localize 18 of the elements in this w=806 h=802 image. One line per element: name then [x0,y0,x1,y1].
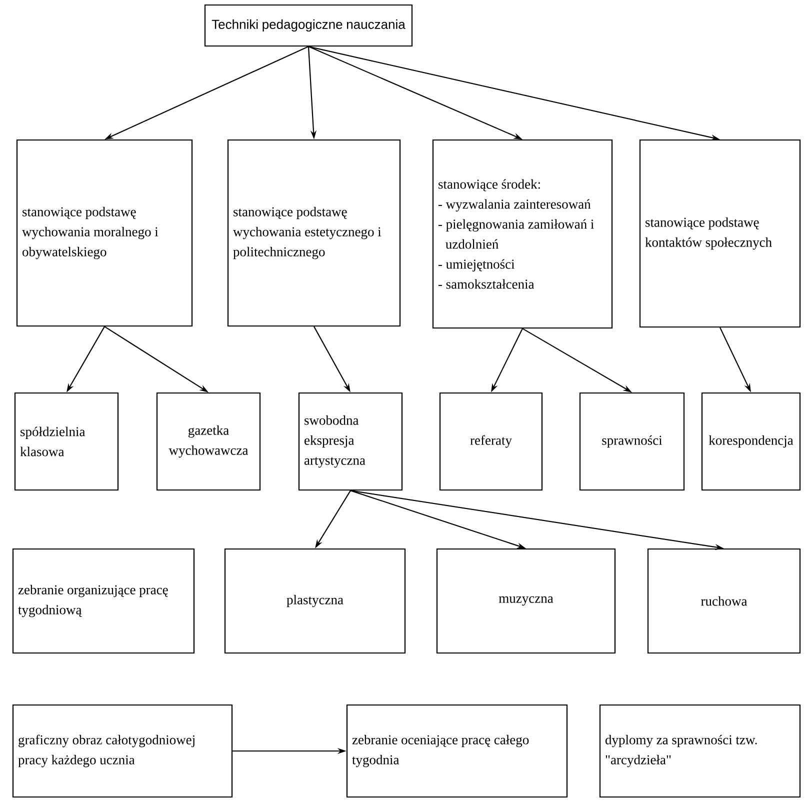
concept-box: sprawności [579,392,685,491]
concept-box: stanowiące podstawę wychowania moralnego i obywatelskiego [16,139,193,327]
title-box: Techniki pedagogiczne nauczania [204,4,413,47]
concept-box: ruchowa [647,548,801,654]
concept-box: muzyczna [436,548,616,654]
concept-box: spółdzielnia klasowa [14,392,119,491]
concept-box: stanowiące środek: - wyzwalania zainteresowań - pielęgnowania zamiłowań i uzdolnień - umiejętności - samokształcenia [432,139,613,329]
concept-box: plastyczna [224,548,406,654]
concept-box: gazetka wychowawcza [156,392,261,491]
concept-box: zebranie organizujące pracę tygodniową [12,548,195,654]
concept-box: referaty [439,392,543,491]
concept-box: zebranie oceniające pracę całego tygodnia [346,704,568,798]
concept-box: graficzny obraz całotygodniowej pracy każdego ucznia [12,704,233,798]
concept-box: korespondencja [701,392,801,491]
concept-box: stanowiące podstawę kontaktów społecznych [639,139,801,328]
concept-box: stanowiące podstawę wychowania estetycznego i politechnicznego [227,139,401,327]
concept-box: dyplomy za sprawności tzw. "arcydzieła" [599,704,801,798]
concept-box: swobodna ekspresja artystyczna [298,392,403,491]
